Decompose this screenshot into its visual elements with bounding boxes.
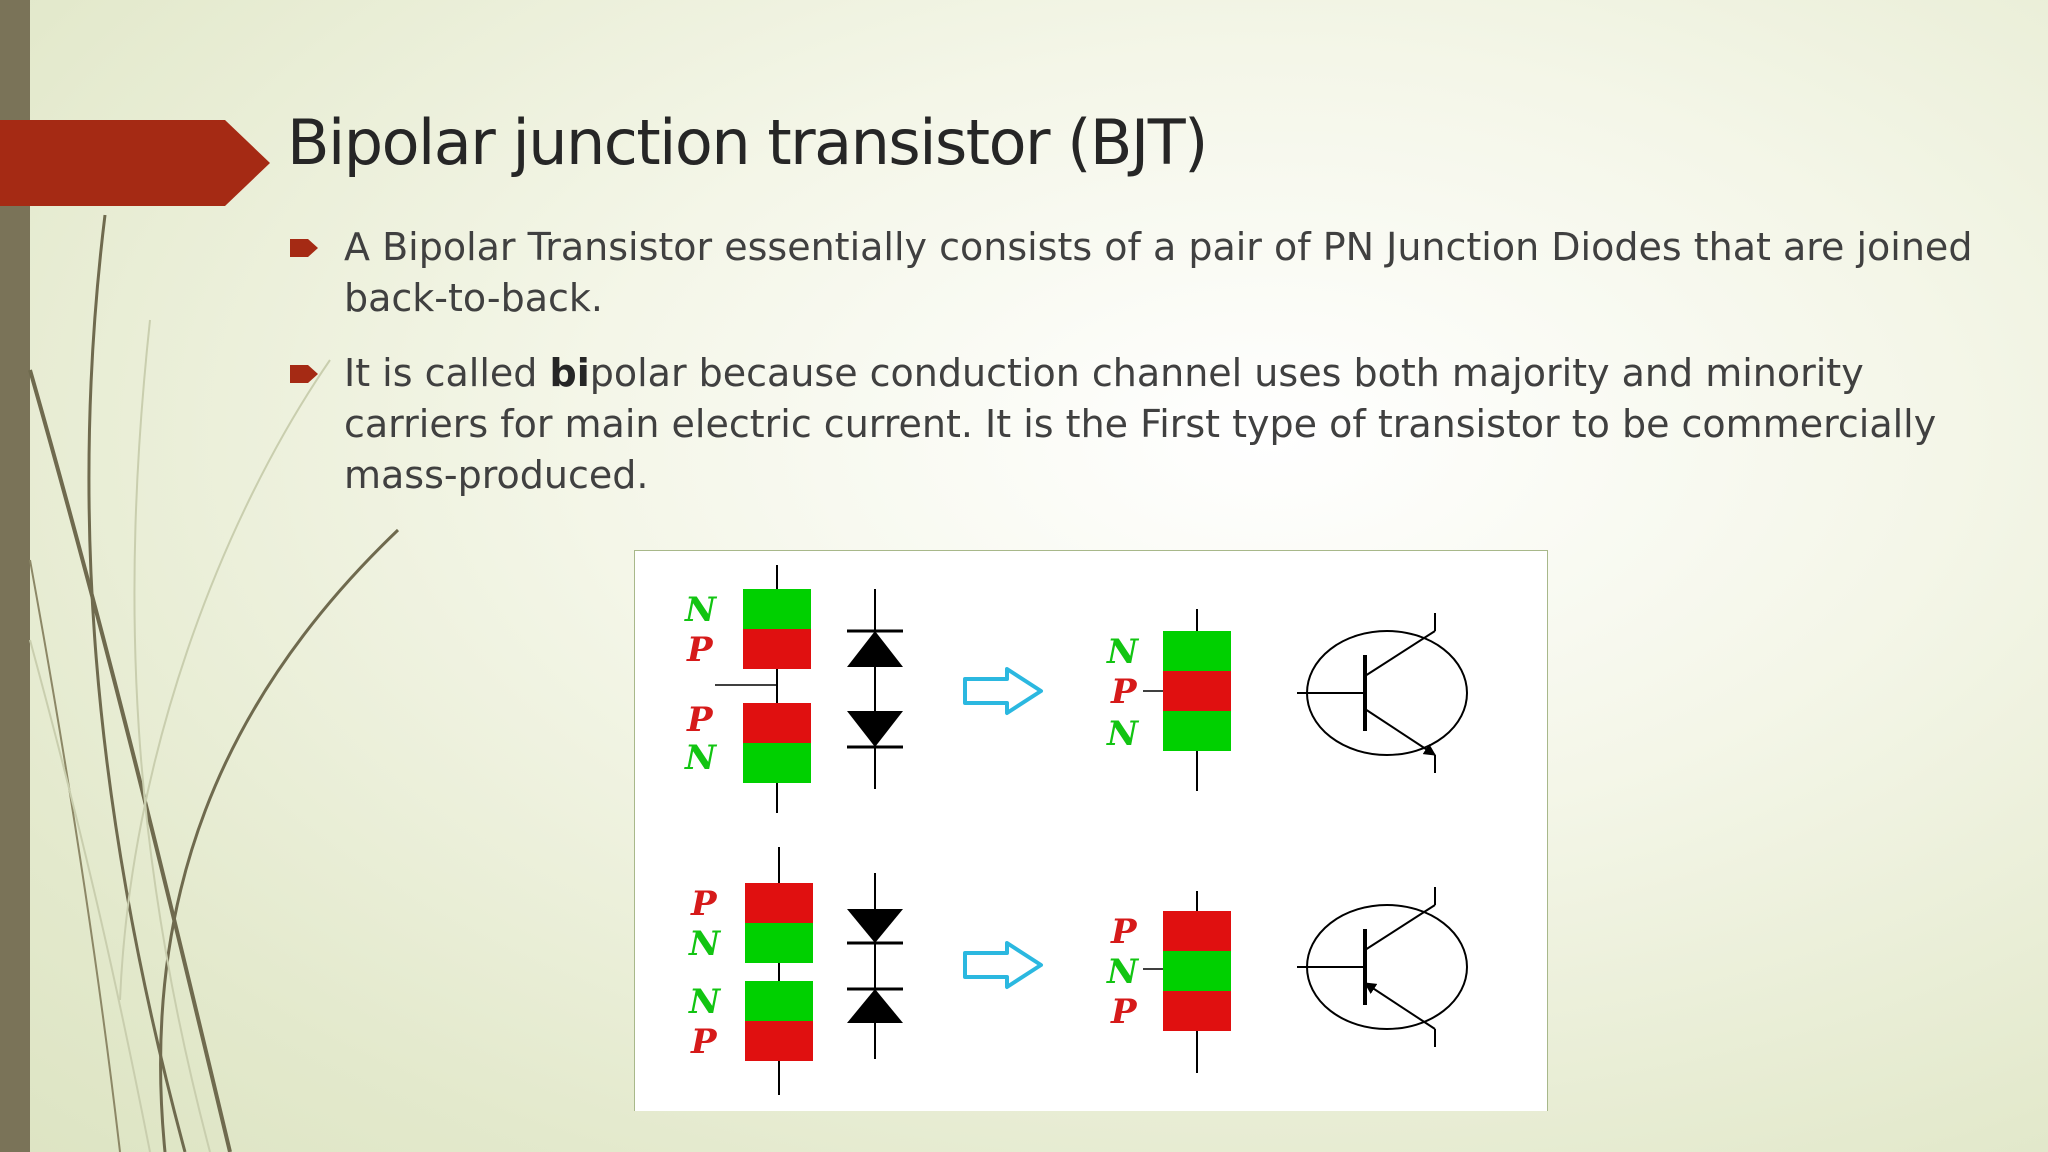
- grass-decoration: [28, 214, 400, 1152]
- arrow-bullet-icon: [290, 365, 318, 383]
- label-n: N: [1106, 714, 1140, 754]
- bullet-text-prefix: It is called: [344, 351, 550, 395]
- label-n: N: [688, 924, 722, 964]
- npn-diode-symbols: [847, 589, 903, 789]
- bullet-text-rest: polar because conduction channel uses bo…: [344, 351, 1937, 497]
- pnp-diode-pair: P N N P: [688, 847, 813, 1095]
- pnp-transistor-symbol: [1297, 887, 1468, 1047]
- n-region: [745, 923, 813, 963]
- label-p: P: [690, 884, 718, 924]
- bjt-diagram: N P P N N P N: [634, 550, 1548, 1111]
- p-region: [1163, 991, 1231, 1031]
- label-n: N: [1106, 632, 1140, 672]
- npn-diode-pair: N P P N: [684, 565, 811, 813]
- label-p: P: [1110, 992, 1138, 1032]
- bullet-emphasis: bi: [549, 351, 590, 395]
- p-region: [745, 1021, 813, 1061]
- p-region: [1163, 911, 1231, 951]
- pnp-diode-symbols: [847, 873, 903, 1059]
- arrow-right-icon: [963, 667, 1043, 715]
- bullet-text: A Bipolar Transistor essentially consist…: [344, 225, 1973, 320]
- label-n: N: [688, 982, 722, 1022]
- title-arrow-icon: [0, 120, 270, 206]
- slide-title: Bipolar junction transistor (BJT): [287, 106, 1208, 179]
- n-region: [1163, 711, 1231, 751]
- label-p: P: [1110, 672, 1138, 712]
- label-p: P: [1110, 912, 1138, 952]
- bullet-item: It is called bipolar because conduction …: [286, 348, 2006, 501]
- n-region: [1163, 951, 1231, 991]
- bullet-item: A Bipolar Transistor essentially consist…: [286, 222, 2006, 324]
- npn-transistor-symbol: [1297, 613, 1468, 773]
- bullet-list: A Bipolar Transistor essentially consist…: [286, 222, 2006, 525]
- label-p: P: [686, 630, 714, 670]
- p-region: [1163, 671, 1231, 711]
- label-n: N: [1106, 952, 1140, 992]
- label-p: P: [686, 700, 714, 740]
- p-region: [743, 703, 811, 743]
- bjt-diagram-svg: N P P N N P N: [684, 565, 1468, 1095]
- arrow-bullet-icon: [290, 239, 318, 257]
- label-p: P: [690, 1022, 718, 1062]
- npn-block: N P N: [1106, 609, 1231, 791]
- label-n: N: [684, 590, 718, 630]
- p-region: [745, 883, 813, 923]
- p-region: [743, 629, 811, 669]
- label-n: N: [684, 738, 718, 778]
- n-region: [743, 589, 811, 629]
- pnp-block: P N P: [1106, 891, 1231, 1073]
- n-region: [745, 981, 813, 1021]
- n-region: [743, 743, 811, 783]
- arrow-right-icon: [963, 941, 1043, 989]
- n-region: [1163, 631, 1231, 671]
